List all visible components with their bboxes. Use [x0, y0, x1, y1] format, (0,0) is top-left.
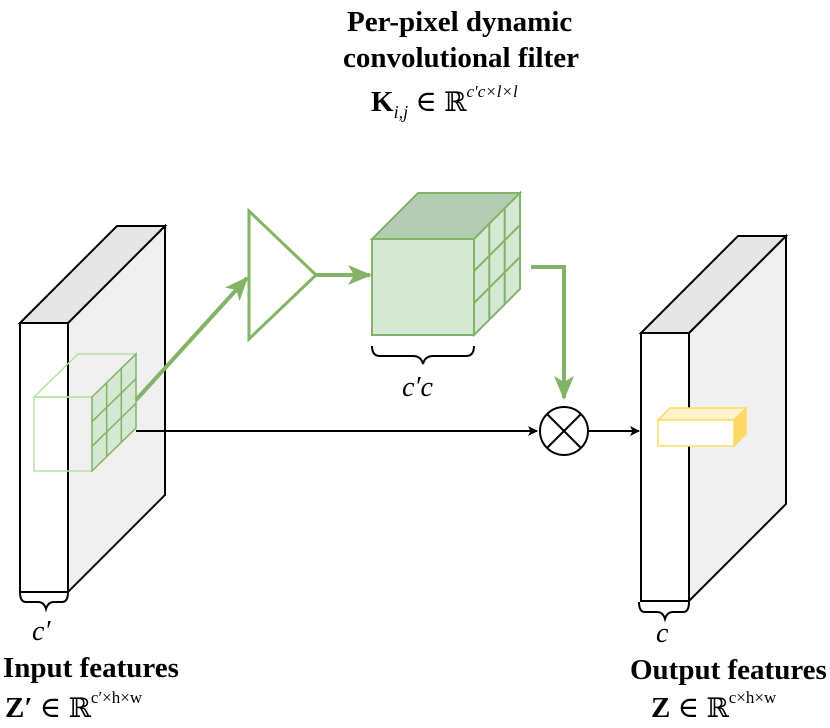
output-vector-top [656, 407, 748, 421]
filter-generator-triangle [247, 207, 319, 343]
input-formula-symbol: Z′ [5, 692, 33, 724]
input-formula: Z′ ∈ ℝc′×h×w [5, 688, 143, 725]
input-title: Input features [3, 652, 179, 684]
output-pixel-vector [656, 406, 748, 448]
filter-formula-symbol: K [371, 86, 394, 118]
filter-title-line2: convolutional filter [343, 42, 580, 74]
dynamic-filter-cube [369, 190, 523, 338]
input-patch-cube [32, 352, 138, 473]
filter-cube-front [371, 238, 475, 336]
output-formula-in: ∈ [677, 692, 700, 724]
filter-formula-subscript: i,j [393, 102, 409, 122]
input-formula-superscript: c′×h×w [90, 688, 143, 707]
input-formula-in: ∈ [39, 692, 62, 724]
output-formula-set: ℝ [706, 693, 729, 724]
filter-title-line1: Per-pixel dynamic [347, 6, 573, 38]
filter-formula-superscript: c′c×l×l [466, 82, 518, 101]
filter-formula-in: ∈ [415, 86, 437, 118]
filter-channel-label: c′c [402, 372, 433, 403]
filter-channel-brace [371, 345, 475, 365]
input-formula-set: ℝ [68, 693, 91, 724]
output-formula: Z ∈ ℝc×h×w [651, 688, 777, 725]
arrow-input-to-generator [134, 276, 249, 402]
output-vector-front [657, 419, 735, 447]
output-feature-block [638, 233, 789, 604]
filter-formula: Ki,j ∈ ℝc′c×l×l [371, 82, 518, 122]
output-formula-symbol: Z [651, 692, 671, 724]
multiply-operator-icon [539, 406, 589, 456]
arrow-filter-to-operator [531, 265, 574, 400]
output-channel-brace [638, 601, 690, 623]
input-block-front [19, 322, 69, 593]
input-channel-label: c′ [32, 616, 51, 647]
output-title: Output features [630, 654, 827, 686]
input-channel-brace [19, 591, 69, 613]
output-formula-superscript: c×h×w [728, 688, 777, 707]
output-block-front [640, 332, 690, 602]
filter-formula-set: ℝ [444, 87, 467, 118]
output-channel-label: c [656, 618, 669, 649]
